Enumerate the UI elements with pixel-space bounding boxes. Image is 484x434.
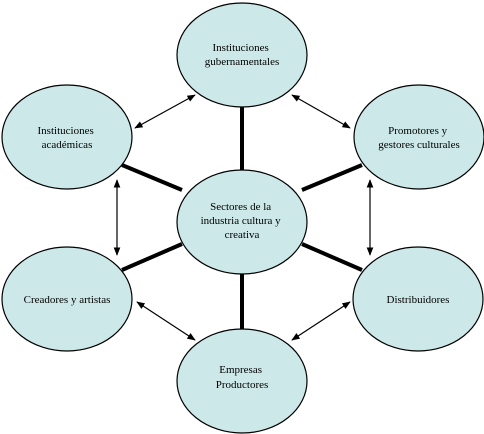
node-gubernamentales-line-1: Instituciones (213, 42, 269, 54)
node-creadores: Creadores y artistas (1, 246, 133, 352)
node-center-line-1: Sectores de la (210, 201, 271, 213)
node-promotores-label: Promotores y gestores culturales (378, 125, 460, 151)
node-center: Sectores de la industria cultura y creat… (176, 169, 308, 275)
node-academicas-label: Instituciones académicas (38, 125, 97, 151)
arrow-gob-prom (291, 94, 351, 129)
ring-arrows (113, 94, 374, 341)
node-distribuidores-shape (352, 246, 484, 352)
node-academicas: Instituciones académicas (1, 84, 133, 190)
node-academicas-line-2: académicas (42, 139, 93, 151)
node-distribuidores: Distribuidores (352, 246, 484, 352)
node-creadores-shape (1, 246, 133, 352)
node-gubernamentales-label: Instituciones gubernamentales (205, 42, 280, 68)
node-center-shape (176, 169, 308, 275)
arrow-acad-gob (134, 94, 196, 129)
node-promotores: Promotores y gestores culturales (353, 84, 484, 190)
spoke-prom (301, 163, 363, 192)
node-center-line-3: creativa (225, 229, 260, 241)
spoke-dist (301, 242, 363, 272)
node-distribuidores-line-1: Distribuidores (387, 294, 450, 306)
spoke-crea (121, 242, 183, 272)
node-empresas: Empresas Productores (176, 328, 308, 434)
arrow-emp-crea (136, 301, 196, 341)
node-empresas-line-1: Empresas (219, 364, 262, 376)
node-empresas-line-2: Productores (216, 379, 269, 391)
node-gubernamentales-shape (176, 2, 308, 108)
node-distribuidores-label: Distribuidores (387, 294, 450, 306)
node-empresas-label: Empresas Productores (216, 364, 269, 391)
node-gubernamentales: Instituciones gubernamentales (176, 2, 308, 108)
node-promotores-shape (353, 84, 484, 190)
node-creadores-line-1: Creadores y artistas (24, 294, 111, 306)
node-academicas-shape (1, 84, 133, 190)
node-center-label: Sectores de la industria cultura y creat… (201, 201, 284, 241)
node-center-line-2: industria cultura y (201, 215, 282, 227)
node-creadores-label: Creadores y artistas (24, 294, 111, 306)
spokes (121, 107, 363, 334)
spoke-acad (121, 163, 183, 192)
node-promotores-line-1: Promotores y (388, 125, 447, 137)
node-gubernamentales-line-2: gubernamentales (205, 56, 280, 68)
node-empresas-shape (176, 328, 308, 434)
node-academicas-line-1: Instituciones (38, 125, 94, 137)
node-promotores-line-2: gestores culturales (378, 139, 460, 151)
arrow-dist-emp (291, 301, 351, 341)
